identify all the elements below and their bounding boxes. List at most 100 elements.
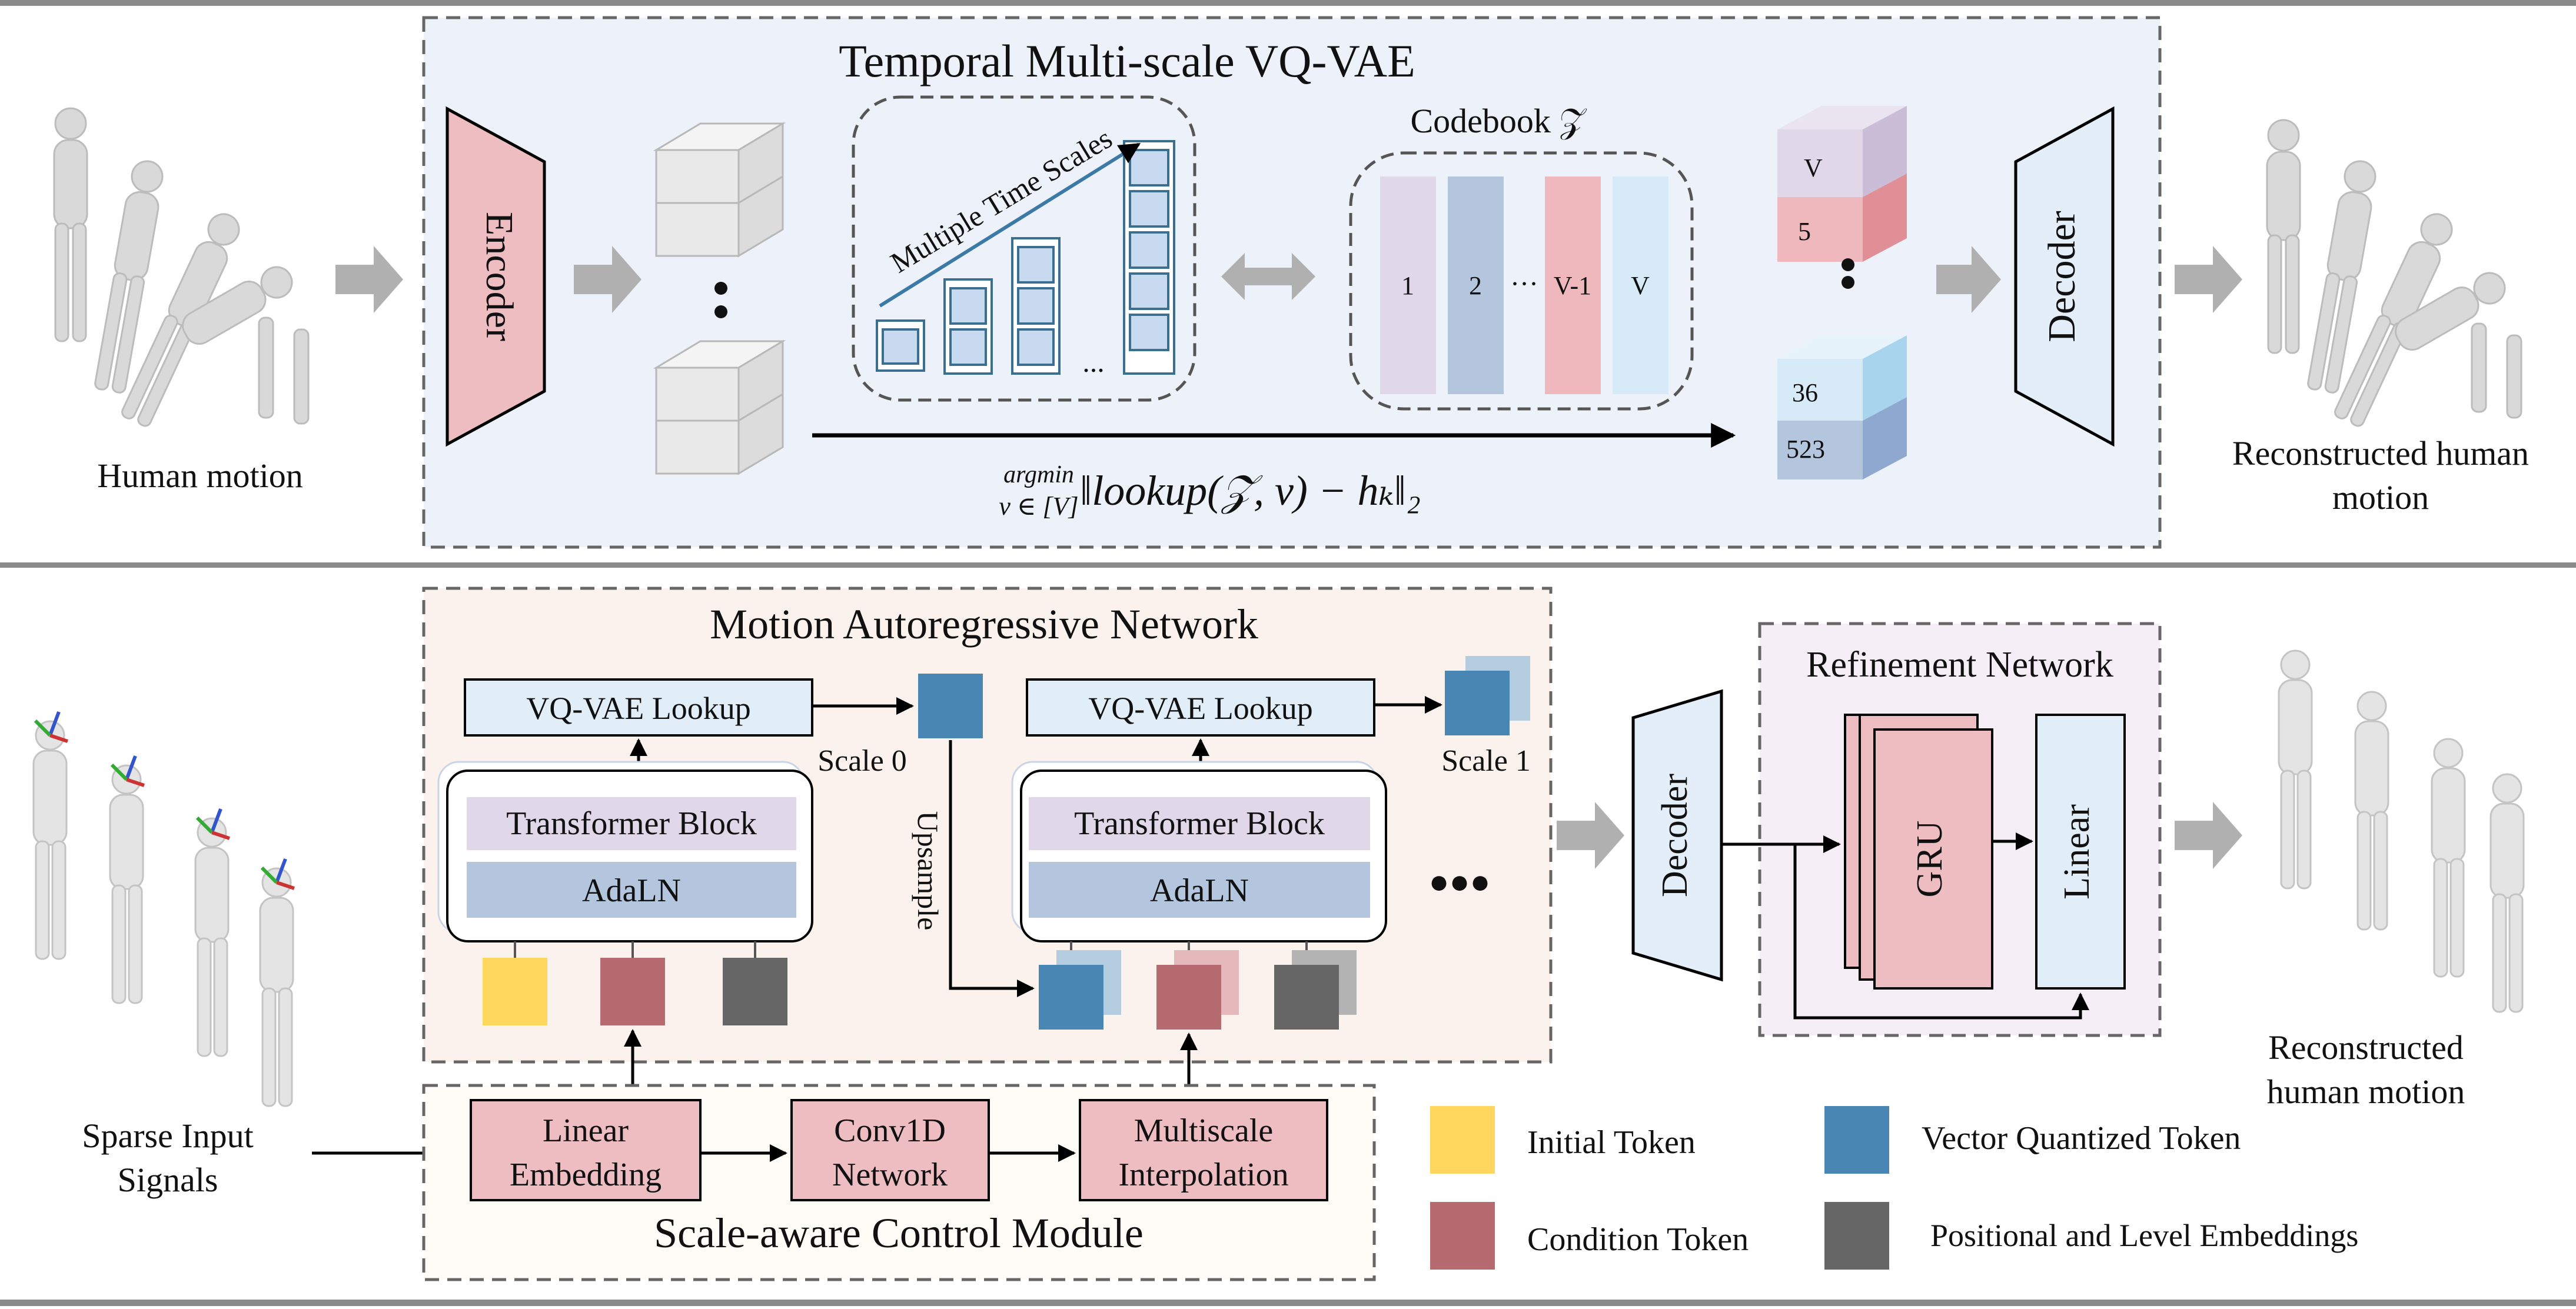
multiscale-line1: Multiscale xyxy=(1134,1113,1273,1149)
positional-token-0 xyxy=(723,958,787,1025)
reconstructed-bottom-label-line1: Reconstructed xyxy=(2268,1028,2464,1067)
linear-embedding-line1: Linear xyxy=(543,1113,629,1149)
codebook-entry-v-1-label: V-1 xyxy=(1554,271,1591,300)
legend-initial-label: Initial Token xyxy=(1527,1124,1696,1161)
linear-label: Linear xyxy=(2057,804,2097,900)
conv1d-box xyxy=(790,1099,990,1201)
adaln-block-1 xyxy=(1029,862,1370,918)
quantized-token-stack: V 5 36 523 xyxy=(1777,106,1907,479)
codebook-entry-2 xyxy=(1448,176,1504,394)
decoder-bottom-label: Decoder xyxy=(1655,774,1695,897)
double-arrow xyxy=(1221,253,1315,300)
sparse-input-label-line2: Signals xyxy=(118,1161,218,1199)
arrow-refine-to-output xyxy=(2175,802,2242,869)
legend-positional-label: Positional and Level Embeddings xyxy=(1930,1218,2358,1253)
human-motion-label: Human motion xyxy=(97,457,303,495)
token-36-label: 36 xyxy=(1792,378,1818,407)
token-dot-2 xyxy=(1842,276,1854,289)
codebook-dots: ··· xyxy=(1510,268,1538,299)
multiscale-box xyxy=(1079,1099,1328,1201)
encoder-block: Encoder xyxy=(446,106,546,447)
token-5-label: 5 xyxy=(1798,217,1811,246)
legend-vq-label: Vector Quantized Token xyxy=(1922,1120,2241,1157)
refinement-title: Refinement Network xyxy=(1806,645,2113,685)
transformer-label-0: Transformer Block xyxy=(506,805,757,842)
gru-block xyxy=(1873,728,1993,990)
decoder-top-block: Decoder xyxy=(2014,106,2115,447)
sensor-axes xyxy=(34,711,295,890)
decoder-top-label: Decoder xyxy=(2040,211,2083,342)
conv1d-line1: Conv1D xyxy=(834,1113,946,1149)
linear-embedding-box xyxy=(470,1099,702,1201)
transformer-label-1: Transformer Block xyxy=(1074,805,1325,842)
vqvae-title: Temporal Multi-scale VQ-VAE xyxy=(839,35,1415,86)
codebook-entry-1 xyxy=(1380,176,1436,394)
codebook-entry-v-label: V xyxy=(1631,271,1650,300)
positional-token-1 xyxy=(1274,965,1339,1030)
linear-block xyxy=(2035,714,2126,990)
more-scales-dots: ●●● xyxy=(1428,862,1490,901)
sparse-input-label-line1: Sparse Input xyxy=(82,1117,254,1155)
feature-dot-2 xyxy=(714,305,727,318)
feature-dot-1 xyxy=(714,282,727,295)
vq-token-input xyxy=(1039,965,1103,1030)
sparse-input-figures xyxy=(32,711,295,1107)
mar-title: Motion Autoregressive Network xyxy=(710,601,1258,648)
refinement-panel: Refinement Network GRU Linear xyxy=(1721,622,2162,1037)
arrow-tokens-to-decoder xyxy=(1936,246,2001,313)
human-motion-figures xyxy=(53,107,310,427)
time-scales-ellipsis: ... xyxy=(1082,345,1105,378)
upsample-path: Upsample xyxy=(912,740,1035,997)
codebook-entry-1-label: 1 xyxy=(1401,271,1414,300)
gru-label: GRU xyxy=(1910,821,1950,898)
control-title: Scale-aware Control Module xyxy=(654,1210,1144,1257)
scale1-token xyxy=(1445,671,1510,735)
adaln-block-0 xyxy=(467,862,796,918)
encoder-label: Encoder xyxy=(478,212,521,341)
conv1d-line2: Network xyxy=(832,1157,948,1193)
codebook-label: Codebook 𝒵 xyxy=(1410,102,1587,140)
feature-stack xyxy=(653,122,786,475)
arrow-motion-to-encoder xyxy=(335,246,403,313)
codebook-entry-2-label: 2 xyxy=(1469,271,1482,300)
reconstructed-top-label-line2: motion xyxy=(2332,478,2429,517)
argmin-expression: ‖lookup(𝒵, v) − hₖ‖₂ xyxy=(1080,467,1421,514)
scale1-label: Scale 1 xyxy=(1441,744,1531,778)
lookup-box-0 xyxy=(464,678,813,737)
control-module-panel: Linear Embedding Conv1D Network Multisca… xyxy=(422,1084,1376,1281)
reconstructed-top-label-line1: Reconstructed human xyxy=(2232,434,2529,472)
codebook-entry-v-1 xyxy=(1545,176,1601,394)
decoder-bottom-block: Decoder xyxy=(1631,689,1723,982)
transformer-block-0 xyxy=(467,797,796,850)
arrow-encoder-to-features xyxy=(574,246,641,313)
transformer-block-1 xyxy=(1029,797,1370,850)
scale0-network: VQ-VAE Lookup Scale 0 Transformer Block … xyxy=(437,674,983,1091)
adaln-label-1: AdaLN xyxy=(1150,872,1249,909)
argmin-subscript: v ∈ [V] xyxy=(999,492,1078,521)
legend-condition-label: Condition Token xyxy=(1527,1221,1749,1258)
condition-token-1 xyxy=(1156,965,1221,1030)
lookup-label-0: VQ-VAE Lookup xyxy=(526,691,750,726)
legend-condition-swatch xyxy=(1430,1202,1495,1270)
reconstructed-figures-bottom xyxy=(2278,649,2525,1013)
scale0-token xyxy=(918,674,983,738)
legend-vq-swatch xyxy=(1824,1106,1889,1174)
middle-rule xyxy=(0,562,2576,568)
token-dot-1 xyxy=(1842,258,1854,271)
lookup-label-1: VQ-VAE Lookup xyxy=(1088,691,1312,726)
scale0-label: Scale 0 xyxy=(817,744,907,778)
legend: Initial Token Vector Quantized Token Con… xyxy=(1430,1106,2358,1270)
upsample-label: Upsample xyxy=(912,811,945,931)
token-523-label: 523 xyxy=(1786,435,1825,464)
scale1-network: VQ-VAE Lookup Scale 1 Transformer Block … xyxy=(1011,656,1531,1091)
linear-embedding-line2: Embedding xyxy=(510,1157,662,1193)
arrow-decoder-to-output xyxy=(2175,246,2242,313)
token-v-label: V xyxy=(1804,154,1823,182)
lookup-box-1 xyxy=(1026,678,1375,737)
initial-token xyxy=(483,958,547,1025)
reconstructed-figures-top xyxy=(2266,119,2522,427)
arrow-mar-to-decoder xyxy=(1557,802,1624,869)
adaln-label-0: AdaLN xyxy=(582,872,681,909)
